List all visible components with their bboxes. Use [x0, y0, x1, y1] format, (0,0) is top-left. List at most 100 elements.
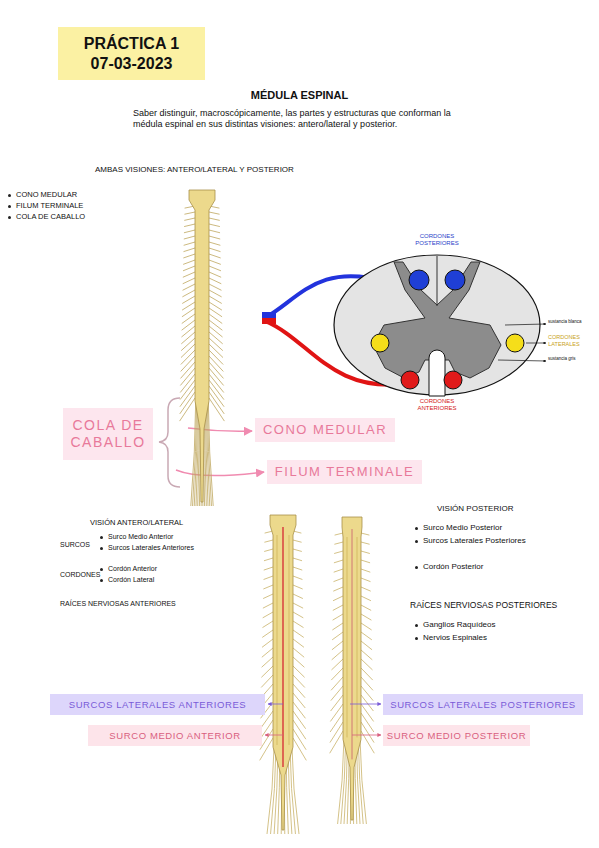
nerve-root [180, 398, 195, 421]
nerve-root [209, 224, 220, 227]
nerve-root [338, 740, 344, 824]
nerve-root [184, 236, 195, 239]
nerve-root [181, 332, 195, 344]
nerve-root [267, 748, 274, 834]
anterior-fissure [429, 350, 445, 396]
nerve-root [262, 657, 273, 667]
bullet [100, 547, 103, 550]
group-label: CORDONES [60, 571, 100, 579]
posterior-septum [437, 256, 438, 306]
bullet [415, 637, 418, 640]
nerve-root [208, 402, 213, 506]
lateral-sulcus [277, 535, 278, 745]
nerve-root [181, 326, 195, 337]
cord-body [189, 190, 215, 502]
nerve-root [209, 314, 222, 324]
nerve-root [209, 398, 224, 421]
nerve-root [180, 392, 195, 414]
bullet [100, 568, 103, 571]
nerve-root [209, 248, 221, 252]
nerve-root [333, 596, 343, 601]
lateral-column [371, 334, 389, 352]
highlight-box: COLA DE CABALLO [63, 408, 153, 460]
nerve-root [293, 576, 302, 580]
nerve-root [293, 729, 306, 750]
nerve-root [361, 560, 370, 563]
nerve-root [263, 603, 273, 608]
nerve-root [209, 230, 220, 233]
list-item: COLA DE CABALLO [16, 212, 85, 221]
nerve-root [331, 668, 343, 680]
nerve-root [293, 594, 303, 599]
bullet [8, 205, 11, 208]
nerve-root [361, 632, 372, 640]
posterior-column [409, 270, 429, 290]
list-item: Cordón Posterior [423, 562, 483, 572]
leader-arrow [265, 735, 283, 736]
bracket [159, 398, 180, 487]
nerve-root [292, 748, 299, 834]
bullet [8, 216, 11, 219]
nerve-root [331, 695, 343, 711]
nerve-root [184, 212, 195, 214]
leader-arrow [350, 704, 381, 705]
nerve-root [361, 668, 373, 680]
nerve-root [361, 569, 370, 572]
nerve-root [361, 551, 370, 554]
section-heading: AMBAS VISIONES: ANTERO/LATERAL Y POSTERI… [95, 165, 294, 175]
list-item: CONO MEDULAR [16, 190, 77, 199]
posterior-column [445, 270, 465, 290]
nerve-root [181, 344, 195, 358]
spinal-cord [180, 190, 225, 506]
nerve-root [293, 738, 306, 760]
nerve-root [209, 284, 221, 290]
sulcus-box: SURCOS LATERALES ANTERIORES [50, 694, 265, 715]
intro-text: Saber distinguir, macroscópicamente, las… [133, 108, 478, 130]
nerve-root [209, 320, 222, 330]
list-item: Cordón Anterior [108, 565, 157, 573]
lateral-sulcus [289, 535, 290, 745]
nerve-root [332, 641, 343, 650]
nerve-root [181, 356, 195, 371]
nerve-root [209, 386, 224, 407]
nerve-root [361, 659, 373, 670]
nerve-blob [262, 318, 276, 324]
list-item: Ganglios Raquídeos [423, 620, 496, 630]
nerve-root [262, 648, 273, 657]
nerve-root [264, 567, 273, 570]
nerve-root [181, 350, 195, 364]
list-item: FILUM TERMINALE [16, 201, 83, 210]
nerve-root [293, 603, 303, 608]
nerve-root [209, 392, 224, 414]
nerve-root [184, 242, 195, 245]
sulcus-box: SURCO MEDIO ANTERIOR [88, 725, 262, 746]
nerve-root [263, 594, 273, 599]
nerve-root [182, 290, 195, 297]
nerve-root [361, 542, 370, 544]
nerve-root [209, 218, 220, 220]
nerve-root [262, 639, 273, 647]
nerve-root [263, 612, 273, 618]
column-label: CORDONES POSTERIORES [405, 233, 469, 247]
nerve-root [361, 641, 372, 650]
leader-arrow [176, 470, 264, 476]
nerve-root [293, 657, 304, 667]
page-title: MÉDULA ESPINAL [0, 89, 599, 102]
nerve-root [331, 686, 343, 701]
nerve-root [209, 266, 221, 271]
nerve-root [361, 650, 372, 660]
nerve-root [182, 320, 195, 330]
bullet [415, 527, 418, 530]
bullet [8, 194, 11, 197]
nerve-root [209, 254, 221, 258]
nerve-root [264, 558, 273, 561]
nerve-root [209, 272, 221, 277]
sulcus-box: SURCO MEDIO POSTERIOR [383, 725, 530, 746]
anterior-column [444, 371, 462, 389]
cord-body [342, 517, 362, 820]
nerve-root [209, 212, 220, 214]
small-note: sustancia gris [548, 356, 588, 361]
list-item: Surco Medio Posterior [423, 523, 502, 533]
nerve-root [260, 720, 273, 739]
list-item: Surcos Laterales Posteriores [423, 536, 526, 546]
